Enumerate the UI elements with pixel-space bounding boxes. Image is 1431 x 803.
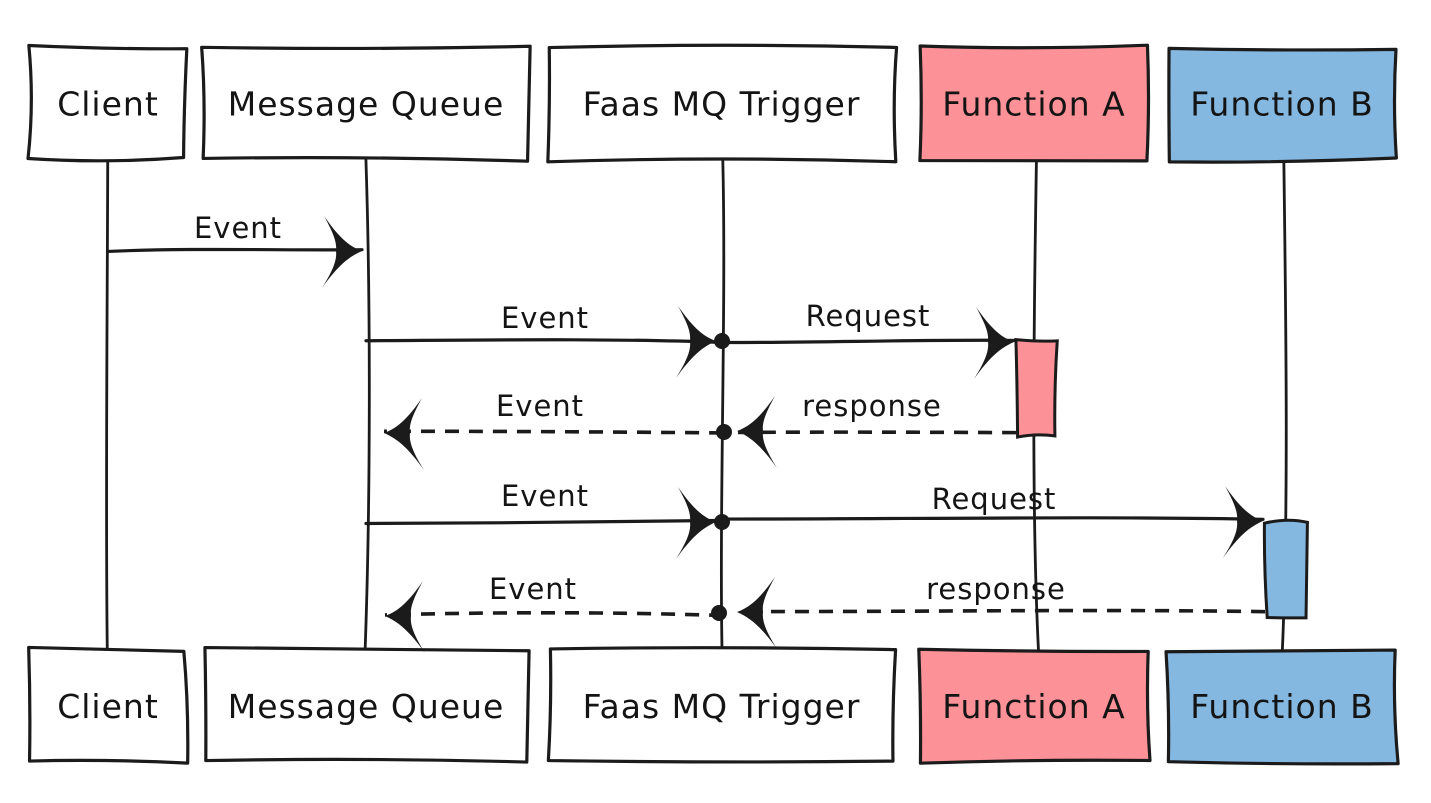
junction-dot-2: [714, 514, 730, 530]
arrowhead-left-8: [385, 581, 425, 653]
message-label-2: Request: [806, 299, 931, 333]
activation-bar-fnA: [1014, 337, 1059, 439]
activation-bar-fnB: [1262, 518, 1309, 620]
message-line-response-3: [736, 430, 1017, 435]
participant-box-top-client: [26, 43, 189, 163]
participant-label-bottom-client: Client: [57, 687, 159, 726]
participant-label-bottom-trigger: Faas MQ Trigger: [583, 687, 861, 726]
arrowhead-right-6: [1223, 486, 1263, 558]
arrowhead-right-0: [322, 216, 362, 288]
message-line-response-7: [736, 608, 1266, 614]
message-line-event-1: [364, 338, 718, 344]
message-label-6: Request: [932, 482, 1057, 516]
participant-label-bottom-mq: Message Queue: [228, 687, 505, 726]
participant-box-bottom-mq: [203, 645, 531, 764]
participant-box-bottom-fnA: [917, 647, 1152, 765]
message-label-4: Event: [496, 389, 584, 423]
message-line-event-5: [364, 518, 718, 526]
message-label-3: response: [802, 389, 942, 423]
arrowhead-right-2: [974, 307, 1014, 379]
lifeline-mq: [363, 157, 371, 653]
participant-label-top-fnB: Function B: [1190, 85, 1374, 124]
participant-box-top-mq: [200, 44, 532, 163]
participant-box-top-trigger: [546, 43, 899, 164]
participant-box-top-fnB: [1167, 46, 1398, 164]
message-label-5: Event: [501, 479, 589, 513]
junction-dot-0: [714, 333, 730, 349]
junction-dot-3: [711, 605, 727, 621]
lifeline-client: [105, 157, 110, 653]
arrowhead-left-4: [384, 398, 424, 470]
lifelines-layer: [105, 157, 1288, 653]
participant-label-bottom-fnB: Function B: [1190, 687, 1374, 726]
participant-label-bottom-fnA: Function A: [942, 687, 1125, 726]
message-label-8: Event: [489, 572, 577, 606]
participant-label-top-mq: Message Queue: [228, 85, 505, 124]
arrowhead-left-7: [737, 577, 777, 649]
participant-boxes-layer: [26, 43, 1400, 766]
message-label-1: Event: [501, 301, 589, 335]
arrowhead-left-3: [737, 396, 777, 468]
arrowhead-right-5: [676, 487, 716, 559]
message-line-request-2: [721, 338, 1016, 345]
participant-box-bottom-fnB: [1164, 648, 1400, 766]
participant-box-bottom-client: [27, 645, 190, 765]
message-line-event-0: [106, 247, 364, 254]
participant-box-bottom-trigger: [546, 646, 898, 764]
junction-dot-1: [716, 424, 732, 440]
message-line-event-8: [384, 610, 724, 618]
message-line-event-4: [383, 429, 724, 435]
messages-layer: [106, 216, 1266, 653]
participant-label-top-fnA: Function A: [942, 85, 1125, 124]
participant-box-top-fnA: [918, 43, 1151, 163]
lifeline-trigger: [719, 157, 726, 653]
message-label-7: response: [926, 572, 1066, 606]
message-label-0: Event: [194, 211, 282, 245]
message-line-request-6: [721, 516, 1265, 521]
participant-label-top-trigger: Faas MQ Trigger: [583, 85, 861, 124]
arrowhead-right-1: [676, 306, 716, 378]
participant-label-top-client: Client: [57, 85, 159, 124]
activations-layer: [1014, 337, 1309, 620]
